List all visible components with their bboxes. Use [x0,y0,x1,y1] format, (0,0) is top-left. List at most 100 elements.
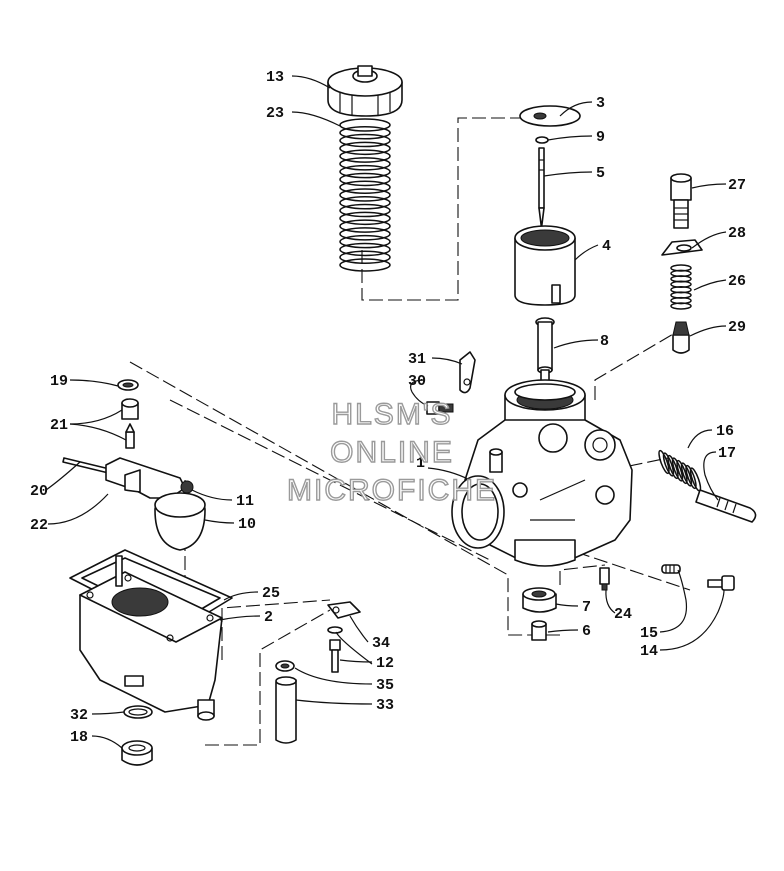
callout-13: 13 [266,69,284,86]
part-9-e-clip [535,136,549,144]
part-30-screw [426,401,454,415]
callout-7: 7 [582,599,591,616]
part-4-throttle-slide [514,225,576,306]
spring-coil [658,449,670,475]
part-16-spring [658,449,702,492]
callout-29: 29 [728,319,746,336]
spring-coil [339,203,391,218]
callout-20: 20 [30,483,48,500]
spring-coil [339,242,391,257]
spring-coil [339,157,391,171]
callout-10: 10 [238,516,256,533]
leader-lines [45,75,727,749]
part-35-clamp [275,660,295,672]
spring-coil [339,234,391,249]
part-28-washer [661,239,703,256]
callout-17: 17 [718,445,736,462]
part-15-spring [661,564,681,574]
callout-19: 19 [50,373,68,390]
spring-coil [670,302,692,310]
callout-21: 21 [50,417,68,434]
part-8-needle-jet [535,317,555,385]
callout-24: 24 [614,606,632,623]
part-31-throttle-stop-bracket [459,351,476,394]
spring-coil [680,462,693,487]
callout-30: 30 [408,373,426,390]
watermark-line-3: MICROFICHE [287,474,497,507]
spring-coil [339,118,391,132]
spring-coil [339,180,391,194]
spring-coil [339,188,391,202]
spring-coil [667,454,679,480]
part-6-main-jet [531,620,547,641]
spring-coil [339,227,391,241]
spring-coil [339,172,391,187]
spring-coil [339,126,391,140]
callout-25: 25 [262,585,280,602]
callout-4: 4 [602,238,611,255]
spring-coil [339,250,391,264]
callout-27: 27 [728,177,746,194]
watermark: HLSM'S ONLINE MICROFICHE [286,397,497,507]
callout-33: 33 [376,697,394,714]
spring-coil [339,149,391,163]
spring-coil [671,457,684,482]
spring-coil [339,196,391,210]
part-2-float-bowl [79,555,223,721]
callout-16: 16 [716,423,734,440]
callout-15: 15 [640,625,658,642]
spring-coil [339,133,391,148]
callout-23: 23 [266,105,284,122]
part-21-needle-valve [121,398,139,449]
spring-coil [685,464,697,490]
part-19-washer [117,379,139,391]
callout-6: 6 [582,623,591,640]
part-26-spring [670,264,692,310]
spring-coil [676,459,688,485]
part-17-idle-screw [695,489,757,523]
part-27-pilot-jet [670,173,692,229]
callout-26: 26 [728,273,746,290]
part-32-o-ring [123,705,153,719]
part-3-needle-retainer-plate [519,105,581,127]
callout-11: 11 [236,493,254,510]
part-5-jet-needle [538,147,545,229]
callout-labels: 13 23 3 9 5 4 27 28 26 29 8 31 30 19 21 … [30,69,746,746]
watermark-line-2: ONLINE [330,436,454,469]
watermark-line-1: HLSM'S [331,398,452,431]
spring-coil [339,164,391,179]
callout-9: 9 [596,129,605,146]
part-33-vent-tube [275,676,297,744]
callout-2: 2 [264,609,273,626]
spring-coil [339,141,391,156]
part-18-drain-plug [121,740,153,766]
callout-18: 18 [70,729,88,746]
part-13-carb-top-cap [327,65,403,117]
callout-3: 3 [596,95,605,112]
part-24-jet [599,567,610,591]
callout-35: 35 [376,677,394,694]
spring-coil [339,211,391,226]
part-23-throttle-spring [339,118,391,272]
part-1-carburetor-body [451,379,633,567]
callout-31: 31 [408,351,426,368]
spring-coil [339,219,391,233]
spring-coil [662,452,675,477]
callout-1: 1 [416,455,425,472]
part-22-float-arm [105,457,186,499]
callout-14: 14 [640,643,658,660]
callout-28: 28 [728,225,746,242]
callout-22: 22 [30,517,48,534]
part-10-float [154,492,206,551]
part-29-cap [672,321,690,354]
part-12-screw [327,626,343,673]
callout-34: 34 [372,635,390,652]
callout-5: 5 [596,165,605,182]
callout-32: 32 [70,707,88,724]
part-7-needle-jet-holder [522,587,557,613]
callout-12: 12 [376,655,394,672]
part-34-bracket [327,601,361,619]
part-11-pin [180,480,194,494]
spring-coil [339,258,391,272]
